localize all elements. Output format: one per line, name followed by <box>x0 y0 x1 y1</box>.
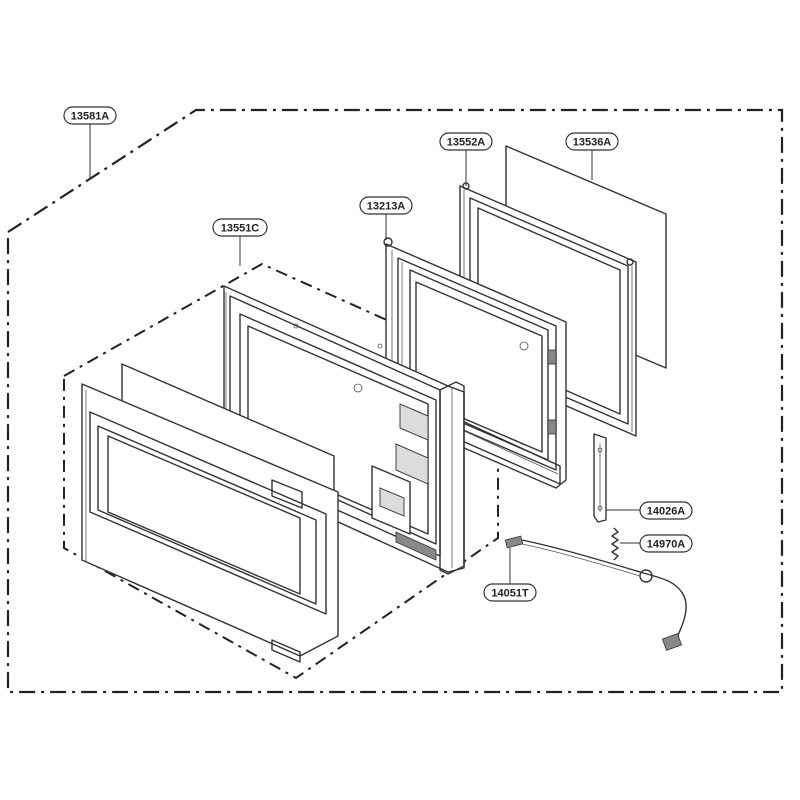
door-front-boundary <box>63 262 499 680</box>
label-door-glass-text: 13536A <box>573 137 612 149</box>
label-choke-frame-text: 13552A <box>447 137 486 149</box>
label-spring-text: 14970A <box>647 539 686 551</box>
inner-door-part <box>223 285 465 575</box>
spring-part <box>611 527 619 561</box>
label-harness: 14051T <box>483 583 537 602</box>
label-door-front-text: 13551C <box>221 223 260 235</box>
label-choke-frame: 13552A <box>439 132 493 151</box>
hinge-part <box>593 433 607 523</box>
label-harness-text: 14051T <box>491 588 529 600</box>
label-assembly: 13581A <box>63 106 117 125</box>
label-spring: 14970A <box>639 534 693 553</box>
label-hinge-text: 14026A <box>647 506 686 518</box>
label-door-front: 13551C <box>212 218 268 237</box>
label-door-frame: 13213A <box>359 196 413 215</box>
door-front-frame-part <box>81 383 339 663</box>
label-assembly-text: 13581A <box>71 111 110 123</box>
label-door-glass: 13536A <box>565 132 619 151</box>
label-hinge: 14026A <box>639 501 693 520</box>
wire-harness-part <box>504 535 687 651</box>
label-door-frame-text: 13213A <box>367 201 406 213</box>
assembly-boundary <box>6 108 784 694</box>
